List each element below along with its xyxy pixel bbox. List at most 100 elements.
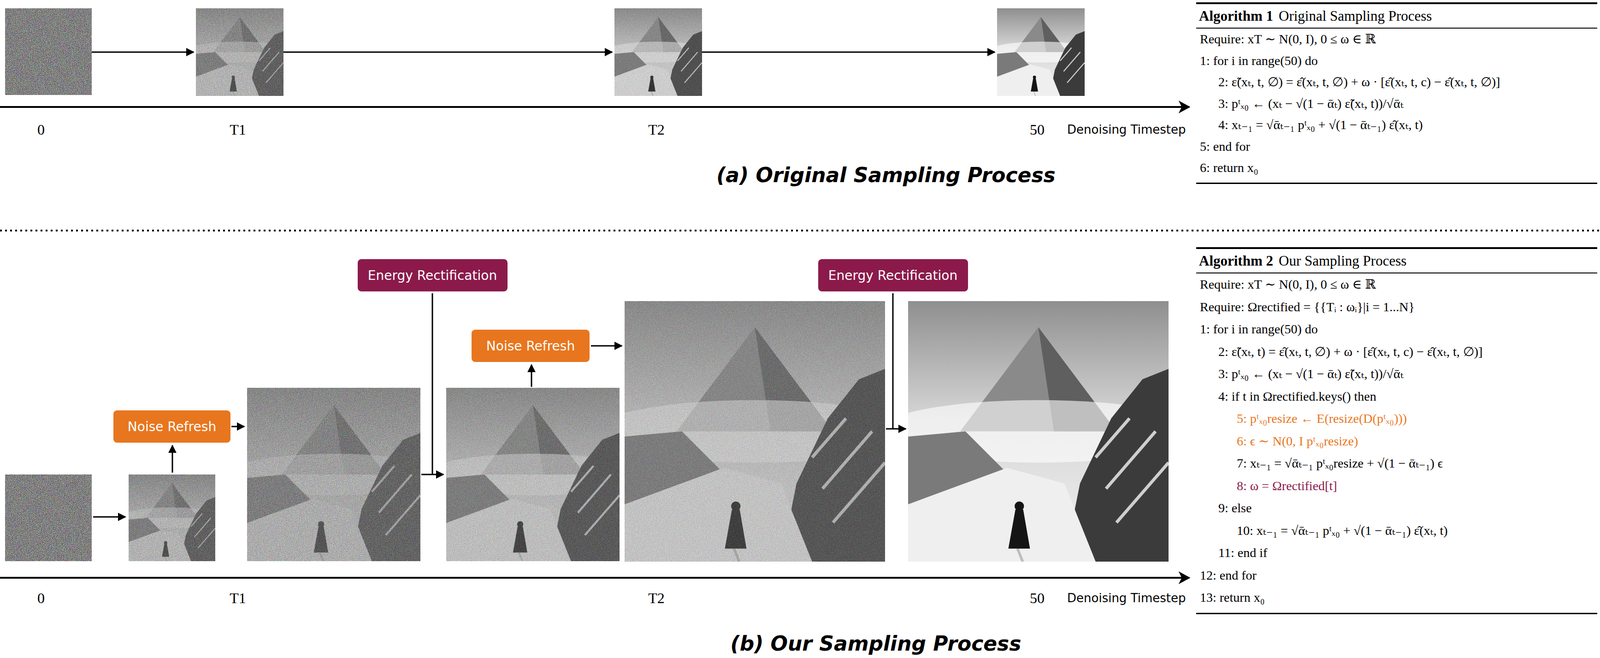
noise-overlay bbox=[614, 8, 703, 96]
scene-image bbox=[624, 301, 886, 562]
algorithm-line: 3: pᵗₓ₀ ← (xₜ − √(1 − ᾱₜ) ε̃(xₜ, t))/√ᾱₜ bbox=[1196, 93, 1598, 115]
arrow bbox=[231, 425, 245, 428]
algorithm-line: Require: xT ∼ N(0, I), 0 ≤ ω ∈ ℝ bbox=[1196, 28, 1598, 51]
scene-image bbox=[908, 301, 1169, 562]
axis-label: T2 bbox=[648, 589, 665, 607]
snow-streak bbox=[1095, 418, 1130, 458]
arrow bbox=[702, 51, 995, 54]
algorithm-line: 1: for i in range(50) do bbox=[1196, 318, 1598, 341]
algorithm-line: 6: ϵ ∼ N(0, I pᵗₓ₀resize) bbox=[1196, 430, 1598, 453]
scene-image bbox=[247, 387, 421, 561]
snow-streak bbox=[1116, 462, 1169, 523]
footpath bbox=[1033, 91, 1036, 97]
algorithm-line: 11: end if bbox=[1196, 541, 1598, 565]
arrow bbox=[531, 364, 533, 387]
noise-overlay bbox=[247, 387, 421, 561]
process-box: Noise Refresh bbox=[471, 329, 590, 362]
algorithm-line: 4: xₜ₋₁ = √ᾱₜ₋₁ pᵗₓ₀ + √(1 − ᾱₜ₋₁) ε̂(xₜ… bbox=[1196, 114, 1598, 136]
axis-label: 50 bbox=[1029, 121, 1045, 139]
algorithm-line: 9: else bbox=[1196, 496, 1598, 520]
panel-caption: (a) Original Sampling Process bbox=[716, 163, 1056, 187]
algorithm-line: 10: xₜ₋₁ = √ᾱₜ₋₁ pᵗₓ₀ + √(1 − ᾱₜ₋₁) ε̂(x… bbox=[1196, 519, 1598, 543]
axis-label: Denoising Timestep bbox=[1067, 122, 1187, 137]
box-label: Energy Rectification bbox=[828, 267, 958, 284]
box-label: Energy Rectification bbox=[367, 267, 497, 284]
algorithm-line: 13: return x₀ bbox=[1196, 586, 1598, 609]
arrow bbox=[885, 428, 906, 430]
process-box: Energy Rectification bbox=[818, 259, 969, 292]
algorithm-title: Our Sampling Process bbox=[1278, 252, 1407, 270]
sky bbox=[195, 8, 284, 96]
algorithm-line: 12: end for bbox=[1196, 564, 1598, 587]
arrow bbox=[431, 293, 434, 475]
axis-label: T2 bbox=[648, 121, 665, 139]
noise-overlay bbox=[624, 301, 886, 562]
algorithm-line: 5: end for bbox=[1196, 135, 1598, 158]
scene-image bbox=[614, 8, 703, 96]
algorithm-line: Require: Ωrectified = {{Tᵢ : ωᵢ}|i = 1..… bbox=[1196, 295, 1598, 319]
timeline-axis bbox=[0, 576, 1190, 579]
box-label: Noise Refresh bbox=[127, 419, 217, 435]
algorithm-box: Algorithm 1Original Sampling ProcessRequ… bbox=[1196, 2, 1598, 184]
snow-ground bbox=[997, 64, 1061, 96]
sky bbox=[128, 474, 216, 561]
box-label: Noise Refresh bbox=[486, 338, 575, 354]
algorithm-title: Original Sampling Process bbox=[1278, 7, 1432, 25]
noise-overlay bbox=[195, 8, 284, 96]
scene-image bbox=[128, 474, 216, 561]
snow-streak bbox=[1105, 431, 1156, 489]
arrow bbox=[590, 345, 622, 347]
algorithm-line: 6: return x₀ bbox=[1196, 157, 1598, 179]
footpath bbox=[1017, 548, 1023, 562]
figure bbox=[1008, 509, 1031, 549]
arrow bbox=[93, 516, 126, 518]
figure bbox=[1030, 78, 1039, 92]
timeline-axis bbox=[0, 106, 1190, 108]
arrow bbox=[91, 51, 194, 54]
sky bbox=[247, 387, 421, 561]
scene-image bbox=[997, 8, 1085, 96]
snow-ground bbox=[908, 467, 1096, 562]
algorithm-title-row: Algorithm 2Our Sampling Process bbox=[1196, 248, 1598, 274]
algorithm-title: Algorithm 1 bbox=[1198, 7, 1274, 25]
axis-label: 0 bbox=[37, 121, 45, 139]
algorithm-title-row: Algorithm 1Original Sampling Process bbox=[1196, 4, 1598, 29]
sky bbox=[446, 387, 620, 561]
algorithm-line: 3: pᵗₓ₀ ← (xₜ − √(1 − ᾱₜ) ε̃(xₜ, t))/√ᾱₜ bbox=[1196, 362, 1598, 386]
algorithm-line: 2: ε̃(xₜ, t) = ε̂(xₜ, t, ∅) + ω · [ε̂(xₜ… bbox=[1196, 340, 1598, 364]
snow-streak bbox=[1063, 52, 1081, 72]
figure-head bbox=[1014, 501, 1024, 511]
arrow bbox=[171, 445, 174, 473]
axis-label: 50 bbox=[1029, 589, 1045, 607]
algorithm-line: 1: for i in range(50) do bbox=[1196, 50, 1598, 72]
process-box: Energy Rectification bbox=[357, 259, 508, 292]
algorithm-line: 8: ω = Ωrectified[t] bbox=[1196, 474, 1598, 498]
arrow bbox=[283, 51, 613, 54]
scene-image bbox=[446, 387, 620, 561]
axis-label: Denoising Timestep bbox=[1067, 590, 1187, 605]
axis-label: 0 bbox=[37, 589, 45, 607]
process-box: Noise Refresh bbox=[113, 410, 231, 443]
noise-image bbox=[5, 474, 92, 561]
algorithm-title: Algorithm 2 bbox=[1198, 252, 1274, 270]
noise-overlay bbox=[128, 474, 216, 561]
axis-label: T1 bbox=[229, 121, 247, 139]
sky bbox=[614, 8, 703, 96]
divider bbox=[0, 229, 1600, 232]
algorithm-line: 4: if t in Ωrectified.keys() then bbox=[1196, 385, 1598, 408]
axis-label: T1 bbox=[229, 589, 247, 607]
figure-head bbox=[1033, 75, 1037, 79]
arrow bbox=[892, 293, 894, 429]
snow-streak bbox=[1067, 62, 1085, 83]
sky bbox=[624, 301, 886, 562]
noise-image bbox=[5, 8, 92, 95]
algorithm-line: 5: pᵗₓ₀resize ← E(resize(D(pᵗₓ₀))) bbox=[1196, 407, 1598, 431]
snow-streak bbox=[1060, 47, 1072, 62]
algorithm-line: 2: ε̃(xₜ, t, ∅) = ε̂(xₜ, t, ∅) + ω · [ε̂… bbox=[1196, 71, 1598, 94]
noise-overlay bbox=[446, 387, 620, 561]
algorithm-line: 7: xₜ₋₁ = √ᾱₜ₋₁ pᵗₓ₀resize + √(1 − ᾱₜ₋₁)… bbox=[1196, 452, 1598, 475]
panel-caption: (b) Our Sampling Process bbox=[730, 631, 1022, 656]
scene-image bbox=[195, 8, 284, 96]
algorithm-line: Require: xT ∼ N(0, I), 0 ≤ ω ∈ ℝ bbox=[1196, 273, 1598, 296]
algorithm-box: Algorithm 2Our Sampling ProcessRequire: … bbox=[1196, 247, 1598, 615]
